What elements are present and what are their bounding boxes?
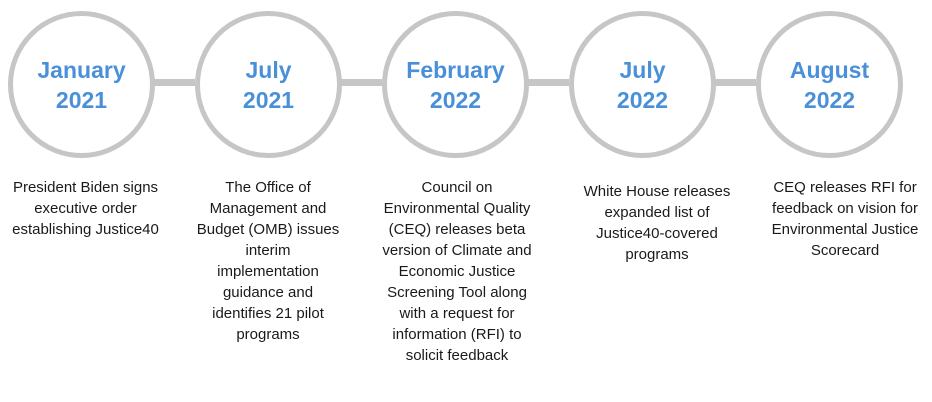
- timeline-connector-2: [337, 79, 382, 86]
- milestone-description: White House releases expanded list of Ju…: [583, 183, 731, 263]
- milestone-year: 2022: [429, 86, 482, 113]
- milestone-circle-feb-2022: February 2022: [382, 11, 529, 158]
- milestone-year: 2021: [242, 86, 295, 113]
- milestone-description: The Office of Management and Budget (OMB…: [196, 179, 340, 343]
- timeline-connector-3: [524, 79, 569, 86]
- milestone-month: August: [789, 56, 870, 83]
- milestone-year: 2022: [803, 86, 856, 113]
- milestone-circle-jan-2021: January 2021: [8, 11, 155, 158]
- milestone-year: 2021: [55, 86, 108, 113]
- timeline-connector-1: [150, 79, 195, 86]
- milestone-description: President Biden signs executive order es…: [12, 179, 159, 238]
- milestone-circle-jul-2021: July 2021: [195, 11, 342, 158]
- milestone-month: July: [619, 56, 666, 83]
- milestone-description: CEQ releases RFI for feedback on vision …: [771, 179, 919, 259]
- milestone-year: 2022: [616, 86, 669, 113]
- milestone-month: January: [37, 56, 126, 83]
- timeline-connector-4: [711, 79, 756, 86]
- milestone-month: February: [406, 56, 505, 83]
- milestone-circle-jul-2022: July 2022: [569, 11, 716, 158]
- milestone-month: July: [245, 56, 292, 83]
- milestone-description: Council on Environmental Quality (CEQ) r…: [382, 179, 532, 364]
- milestone-circle-aug-2022: August 2022: [756, 11, 903, 158]
